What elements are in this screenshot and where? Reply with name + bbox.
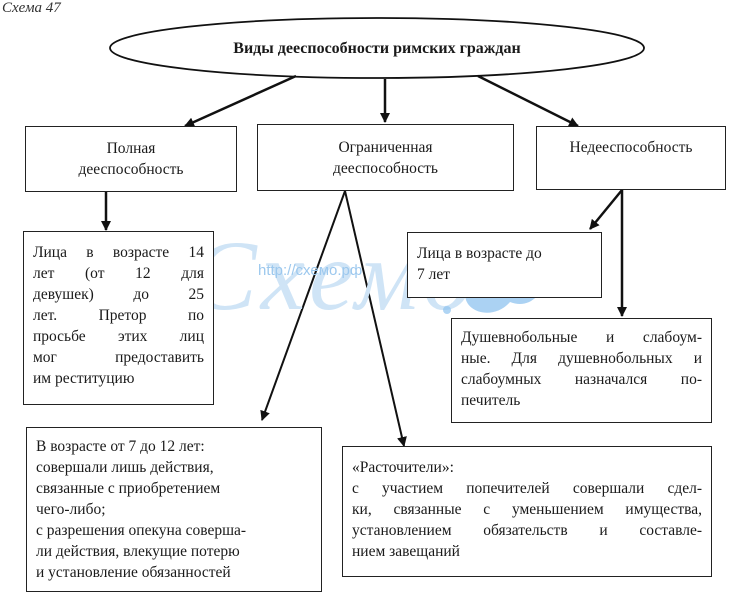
arrow-limited-to-spendthrifts	[344, 190, 407, 447]
detail-line: печитель	[461, 392, 521, 409]
details-full-capacity: Лица в возрасте 14 лет (от 12 для девуше…	[23, 231, 214, 405]
detail-line: нием завещаний	[352, 543, 460, 560]
detail-line: с участием попечителей совершали сдел-	[352, 480, 702, 497]
category-full-line-2: дееспособность	[78, 161, 184, 178]
detail-line: лет. Претор по	[33, 307, 204, 324]
detail-line: чего-либо;	[36, 501, 106, 518]
category-full-line-1: Полная	[106, 140, 156, 157]
category-none-line-1: Недееспособность	[569, 138, 693, 156]
detail-line: ли действия, влекущие потерю	[36, 543, 240, 560]
details-spendthrifts: «Расточители»: с участием попечителей со…	[342, 446, 712, 577]
detail-line: установлением обязательств и составле-	[352, 522, 702, 539]
arrow-title-to-none	[477, 74, 579, 128]
detail-line: «Расточители»:	[352, 459, 454, 476]
schema-number-label: Схема 47	[2, 0, 61, 16]
detail-line: лет (от 12 для	[33, 265, 204, 282]
detail-line: 7 лет	[417, 266, 451, 283]
detail-line: связанные с приобретением	[36, 480, 221, 497]
detail-line: им реституцию	[33, 370, 135, 387]
detail-line: Душевнобольные и слабоум-	[461, 329, 702, 346]
arrow-none-to-children	[589, 189, 623, 230]
detail-line: ные. Для душевнобольных и	[461, 350, 702, 367]
detail-line: Лица в возрасте до	[417, 245, 542, 262]
details-age-7-to-12: В возрасте от 7 до 12 лет: совершали лиш…	[26, 427, 322, 592]
category-limited-line-1: Ограниченная	[338, 138, 433, 156]
detail-line: совершали лишь действия,	[36, 459, 214, 476]
detail-line: В возрасте от 7 до 12 лет:	[36, 438, 205, 455]
diagram-title: Виды дееспособности римских граждан	[233, 40, 521, 57]
category-incapacity: Недееспособность	[536, 126, 726, 190]
detail-line: ки, связанные с уменьшением имущества,	[352, 501, 702, 518]
category-limited-capacity: Ограниченная дееспособность	[257, 124, 514, 191]
category-full-capacity: Полная дееспособность	[25, 126, 237, 192]
arrow-limited-to-age	[260, 190, 346, 421]
details-mentally-ill: Душевнобольные и слабоум- ные. Для душев…	[451, 318, 712, 423]
title-ellipse	[109, 17, 645, 79]
detail-line: Лица в возрасте 14	[33, 244, 204, 261]
details-children-under-7: Лица в возрасте до 7 лет	[407, 232, 602, 298]
watermark-url: http://схемо.рф	[258, 262, 363, 279]
category-limited-line-2: дееспособность	[332, 159, 438, 177]
arrow-title-to-full	[184, 74, 297, 128]
detail-line: девушек) до 25	[33, 286, 204, 303]
detail-line: и установление обязанностей	[36, 564, 231, 581]
detail-line: с разрешения опекуна соверша-	[36, 522, 247, 539]
detail-line: слабоумных назначался по-	[461, 371, 702, 388]
detail-line: мог предоставить	[33, 349, 204, 366]
detail-line: просьбе этих лиц	[33, 328, 204, 345]
